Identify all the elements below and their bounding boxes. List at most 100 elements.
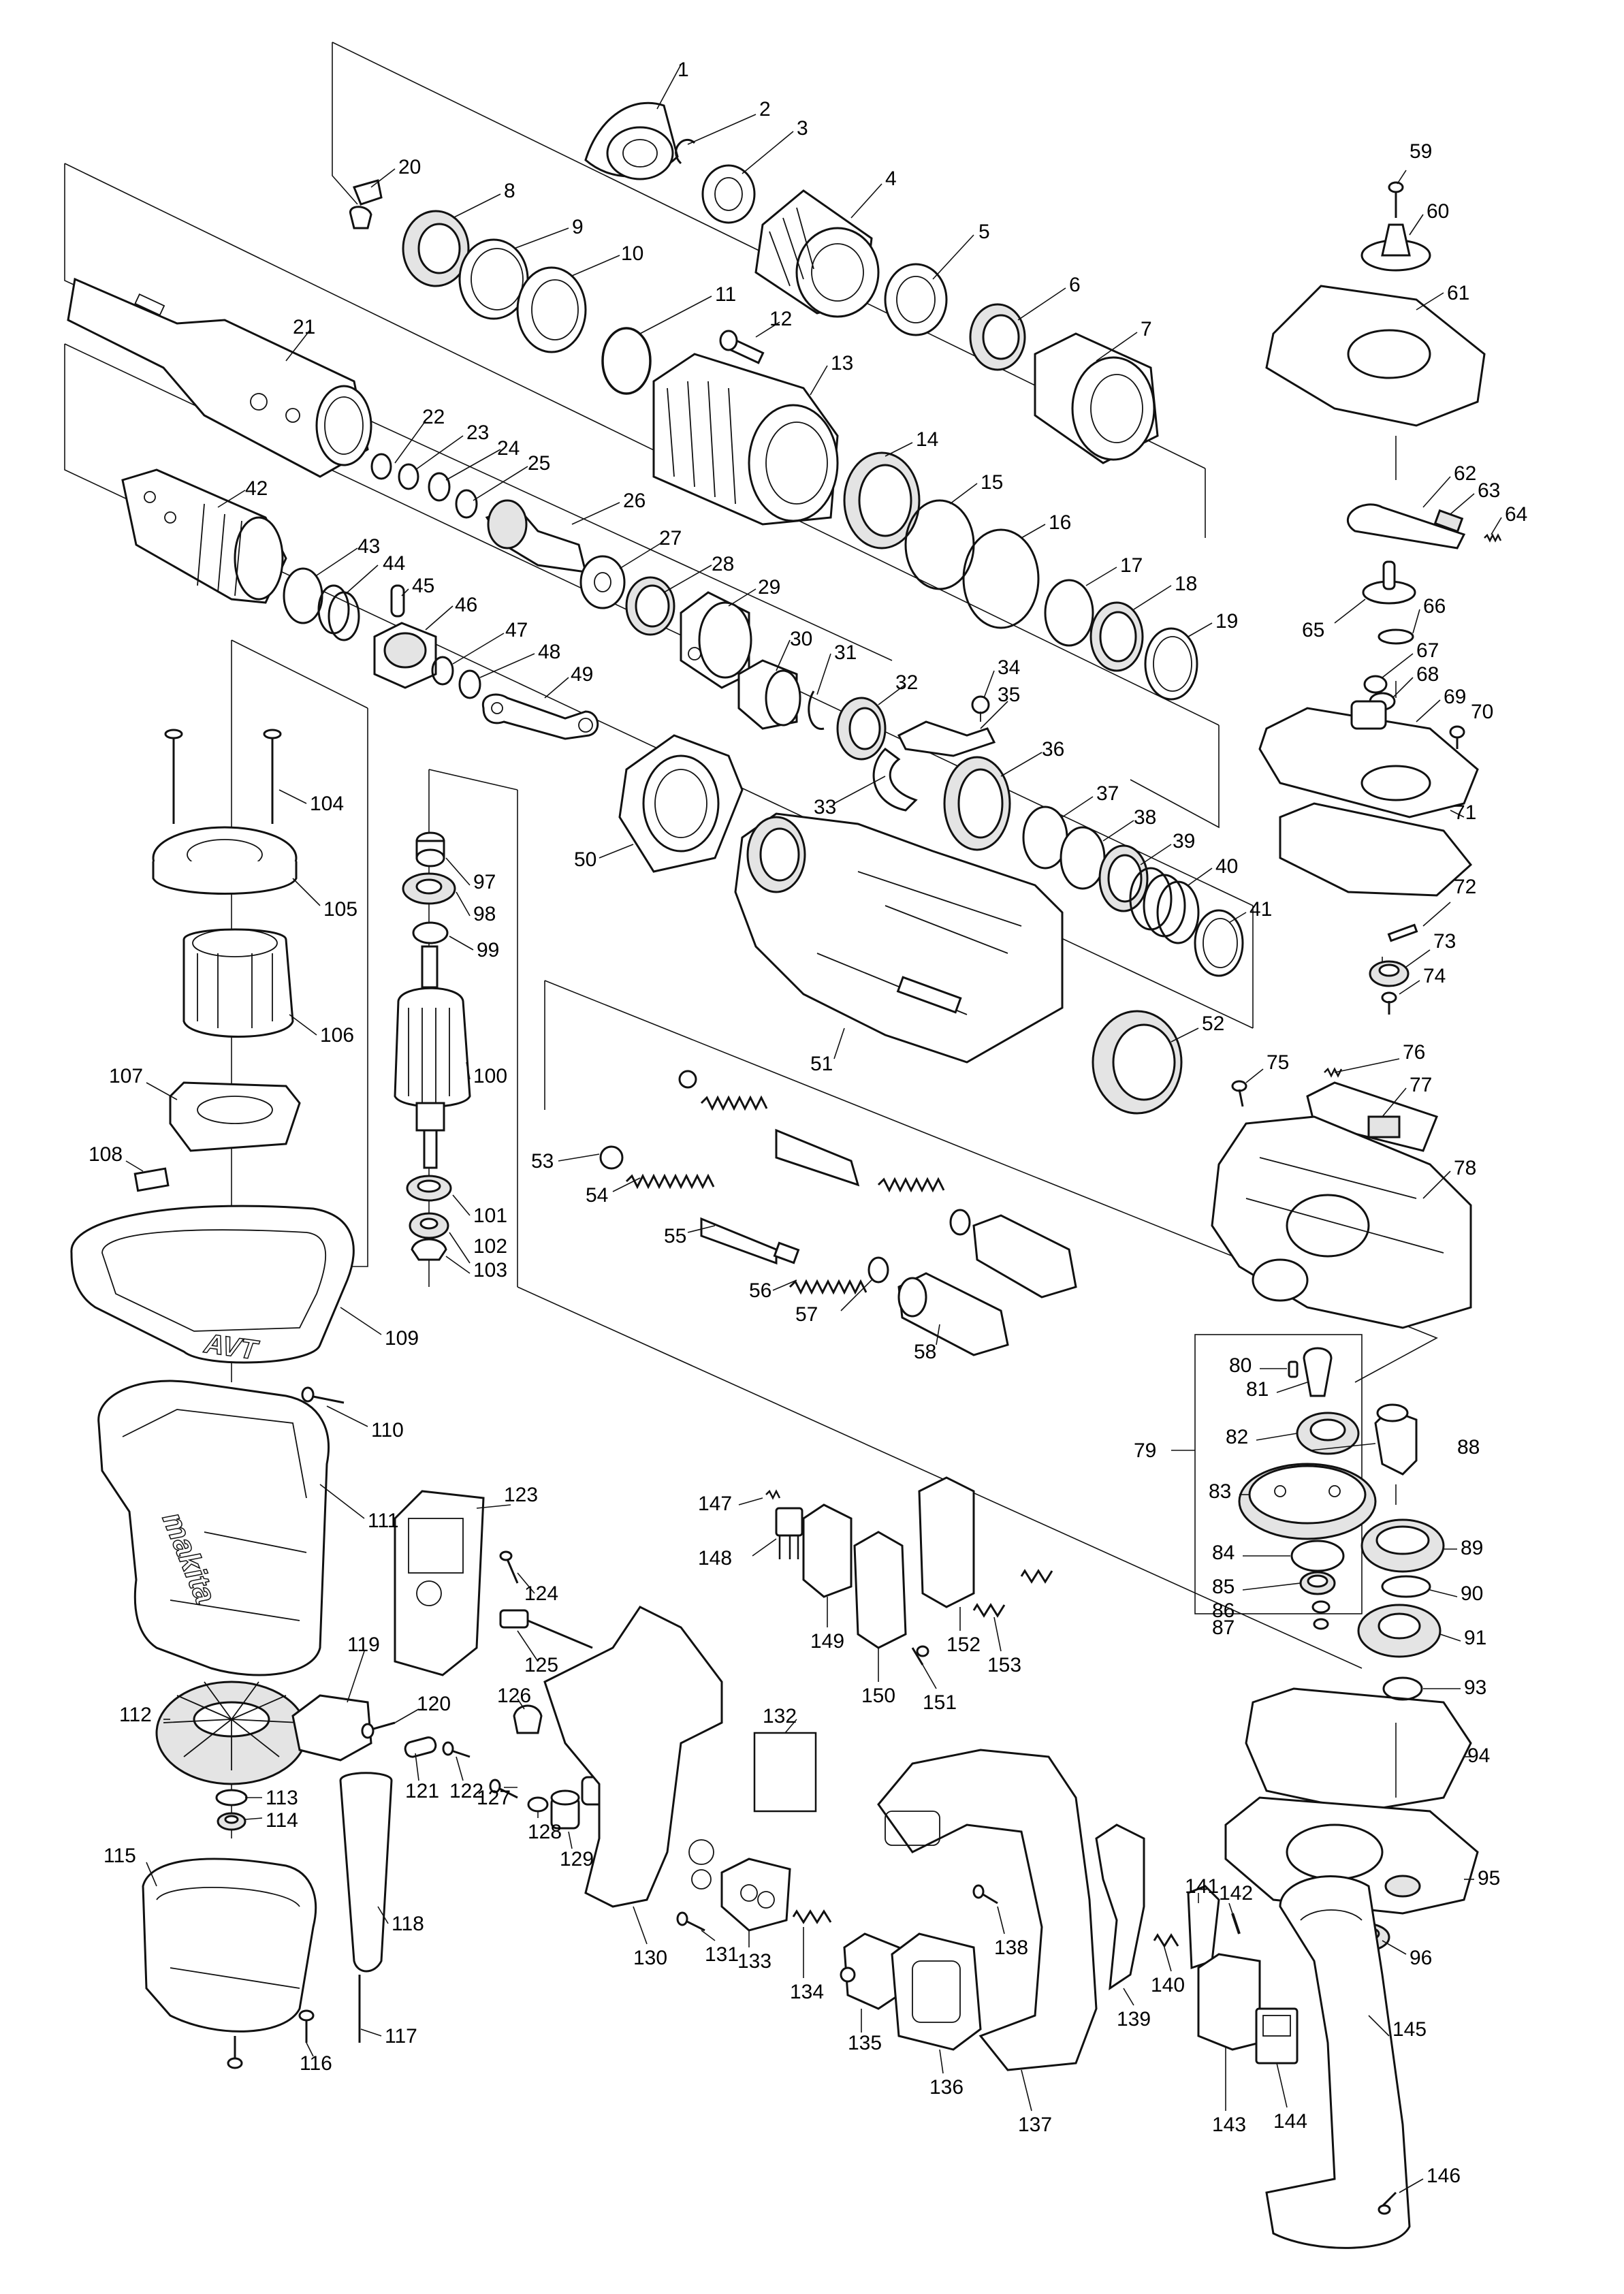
- part-112-fan: [155, 1680, 308, 1785]
- callout-101: 101: [473, 1205, 507, 1227]
- callout-129: 129: [560, 1848, 594, 1870]
- part-119-bracket: [291, 1694, 372, 1762]
- part-138-screw: [972, 1884, 998, 1905]
- callout-127: 127: [477, 1787, 511, 1809]
- callout-78: 78: [1454, 1157, 1476, 1179]
- stator-group: AVT makita: [70, 729, 393, 2069]
- part-147-spring: [765, 1489, 781, 1500]
- part-1-chuck-cap: [584, 101, 679, 180]
- part-95-gear-cover: [1224, 1796, 1479, 1915]
- callout-86: 86: [1212, 1599, 1235, 1622]
- part-14-gear-ring: [843, 451, 921, 549]
- part-132-label: [753, 1732, 817, 1813]
- part-70-screw: [1449, 725, 1465, 749]
- callout-81: 81: [1246, 1378, 1269, 1401]
- part-108-brush: [133, 1167, 170, 1192]
- callout-114: 114: [266, 1809, 298, 1832]
- callout-153: 153: [987, 1654, 1021, 1676]
- part-127-screw: [489, 1779, 518, 1799]
- callout-23: 23: [466, 421, 489, 444]
- callout-147: 147: [698, 1493, 732, 1515]
- callout-80: 80: [1229, 1354, 1252, 1377]
- part-153-springs: [972, 1569, 1053, 1618]
- callout-150: 150: [861, 1685, 895, 1707]
- part-90-ring: [1381, 1575, 1431, 1598]
- callout-100: 100: [473, 1065, 507, 1087]
- part-78-gear-housing: [1211, 1115, 1472, 1329]
- part-3-washer: [701, 164, 756, 224]
- part-136-cushion: [891, 1932, 982, 2051]
- part-62-lever: [1346, 503, 1466, 549]
- callout-65: 65: [1302, 619, 1324, 641]
- callout-36: 36: [1042, 738, 1064, 761]
- callout-64: 64: [1505, 503, 1527, 526]
- part-65-disc: [1362, 560, 1416, 605]
- part-13-barrel: [652, 353, 839, 526]
- callout-72: 72: [1454, 876, 1476, 898]
- part-34-screw: [971, 695, 990, 722]
- part-38-ring: [1060, 826, 1106, 890]
- callout-118: 118: [392, 1913, 424, 1935]
- part-58-piston-rod: [897, 1272, 1009, 1356]
- part-118-side-grip: [339, 1772, 393, 1973]
- callout-44: 44: [383, 552, 405, 575]
- part-26-striker: [485, 499, 587, 573]
- part-134-spring: [792, 1909, 832, 1924]
- part-35-plate: [897, 720, 996, 757]
- callout-52: 52: [1202, 1013, 1224, 1035]
- callout-103: 103: [473, 1259, 507, 1281]
- callout-14: 14: [916, 428, 938, 451]
- part-23-ring: [398, 463, 419, 490]
- part-71-gasket: [1279, 802, 1473, 897]
- callout-111: 111: [368, 1510, 399, 1532]
- part-18-ring: [1089, 601, 1144, 672]
- part-19-ring: [1144, 627, 1198, 701]
- callout-4: 4: [885, 168, 897, 190]
- callout-132: 132: [763, 1705, 797, 1727]
- part-72-pin: [1387, 923, 1418, 942]
- callout-57: 57: [795, 1303, 818, 1326]
- callout-76: 76: [1403, 1041, 1425, 1064]
- callout-67: 67: [1416, 639, 1439, 662]
- part-41-ring: [1194, 909, 1244, 977]
- part-63-block: [1433, 509, 1464, 533]
- callout-110: 110: [371, 1419, 404, 1441]
- callout-130: 130: [633, 1947, 667, 1969]
- part-140-spring: [1153, 1933, 1179, 1948]
- callout-48: 48: [538, 641, 560, 663]
- part-99-washer: [412, 921, 449, 944]
- callout-107: 107: [109, 1065, 143, 1087]
- part-66-o-ring: [1378, 628, 1414, 645]
- part-52-bearing-box: [1092, 1010, 1183, 1115]
- part-54-spring: [625, 1173, 715, 1190]
- part-20-latch: [349, 179, 383, 229]
- callout-143: 143: [1212, 2114, 1246, 2136]
- callout-9: 9: [572, 216, 584, 238]
- part-22-ring: [370, 453, 392, 480]
- callout-122: 122: [449, 1780, 483, 1802]
- callout-6: 6: [1069, 274, 1081, 296]
- callout-51: 51: [810, 1053, 833, 1075]
- shaft-preview: [775, 1128, 860, 1187]
- spring-set: [599, 1070, 1077, 1356]
- callout-135: 135: [848, 2032, 882, 2054]
- callout-124: 124: [524, 1582, 558, 1605]
- part-42-cylinder: [121, 468, 287, 604]
- callout-3: 3: [797, 117, 808, 140]
- callout-42: 42: [245, 477, 268, 500]
- callout-102: 102: [473, 1235, 507, 1258]
- callout-10: 10: [621, 242, 643, 265]
- callout-108: 108: [89, 1143, 123, 1166]
- callout-125: 125: [524, 1654, 558, 1676]
- callout-151: 151: [923, 1691, 957, 1714]
- part-81-shaft: [1303, 1347, 1333, 1397]
- part-100-armature: [394, 945, 471, 1169]
- callout-84: 84: [1212, 1542, 1235, 1564]
- part-111-motor-housing: makita: [97, 1380, 330, 1676]
- part-88-pinion: [1374, 1403, 1418, 1476]
- callout-45: 45: [412, 575, 434, 597]
- part-122-screw: [442, 1741, 471, 1758]
- part-113-washer: [215, 1789, 248, 1806]
- callout-105: 105: [323, 898, 357, 921]
- part-73-bearing: [1369, 960, 1410, 987]
